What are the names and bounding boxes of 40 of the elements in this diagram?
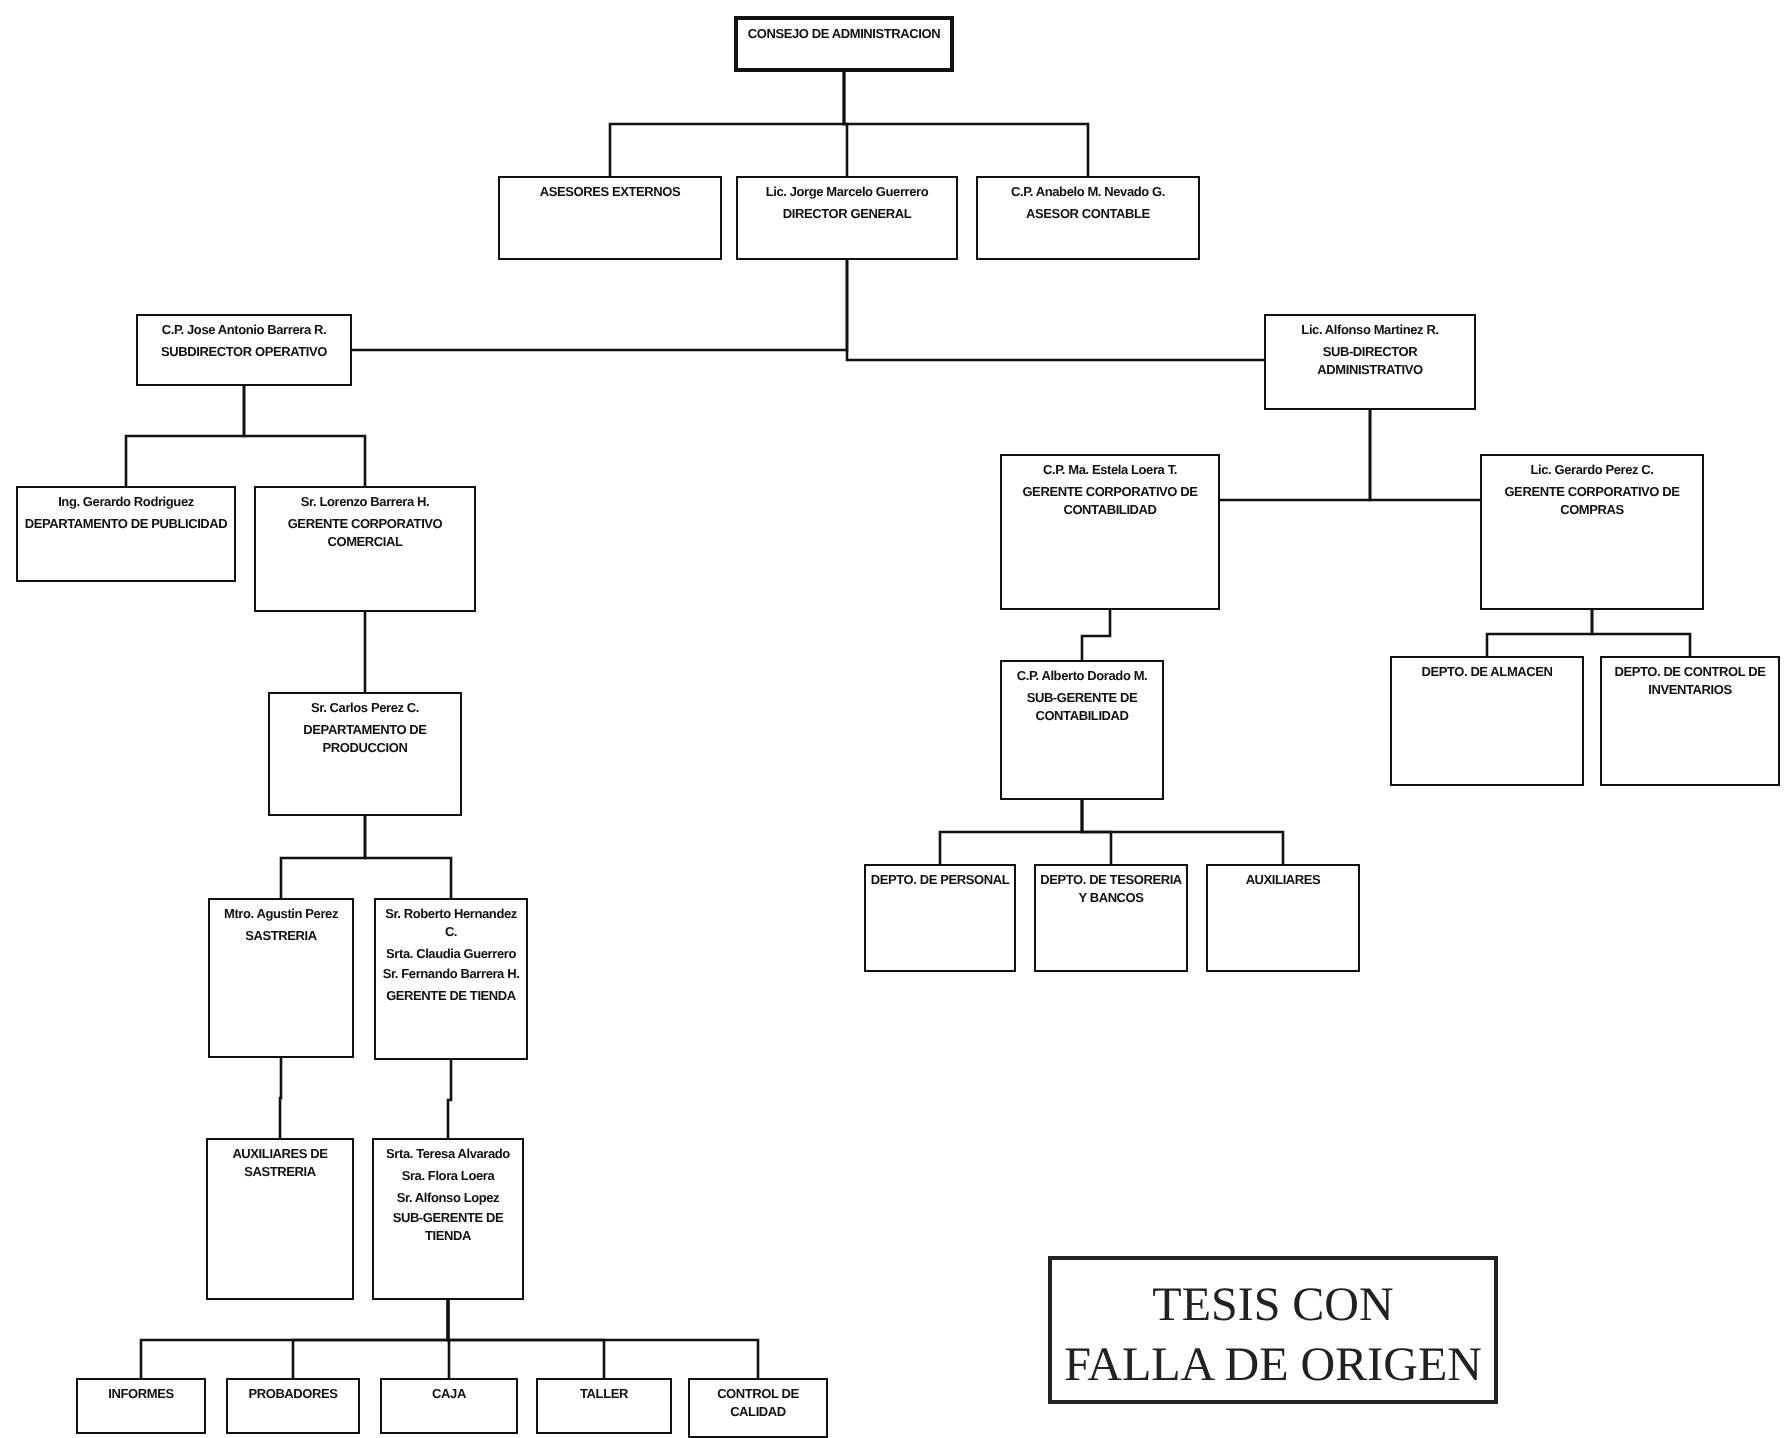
connector-line <box>1590 610 1692 656</box>
org-box <box>736 176 958 260</box>
org-box <box>1264 314 1476 410</box>
connector-line <box>446 1300 760 1378</box>
org-box <box>1000 660 1164 800</box>
connector-line <box>1080 610 1112 660</box>
org-box <box>1390 656 1584 786</box>
connector-line <box>1368 410 1480 502</box>
org-box <box>372 1138 524 1300</box>
org-box <box>380 1378 518 1434</box>
org-box <box>1480 454 1704 610</box>
org-box <box>16 486 236 582</box>
org-box <box>976 176 1200 260</box>
org-box <box>1206 864 1360 972</box>
org-box <box>1600 656 1780 786</box>
org-box <box>864 864 1016 972</box>
org-box <box>734 16 954 72</box>
org-box <box>688 1378 828 1438</box>
connector-line <box>842 72 1090 176</box>
org-box <box>208 898 354 1058</box>
org-box <box>254 486 476 612</box>
org-box <box>1034 864 1188 972</box>
stamp-text: FALLA DE ORIGEN <box>1064 1338 1482 1396</box>
connector-line <box>1080 800 1285 864</box>
org-box <box>1000 454 1220 610</box>
org-box <box>206 1138 354 1300</box>
org-box <box>268 692 462 816</box>
org-box <box>76 1378 206 1434</box>
org-box <box>536 1378 672 1434</box>
stamp-text: TESIS CON <box>1152 1278 1394 1336</box>
org-box <box>374 898 528 1060</box>
connector-line <box>242 386 367 486</box>
org-box <box>498 176 722 260</box>
connector-line <box>363 816 453 898</box>
connector-line <box>446 1060 453 1138</box>
connector-line <box>845 260 1264 362</box>
org-box <box>136 314 352 386</box>
connector-line <box>363 612 367 692</box>
org-box <box>226 1378 360 1434</box>
connector-line <box>278 1058 283 1138</box>
